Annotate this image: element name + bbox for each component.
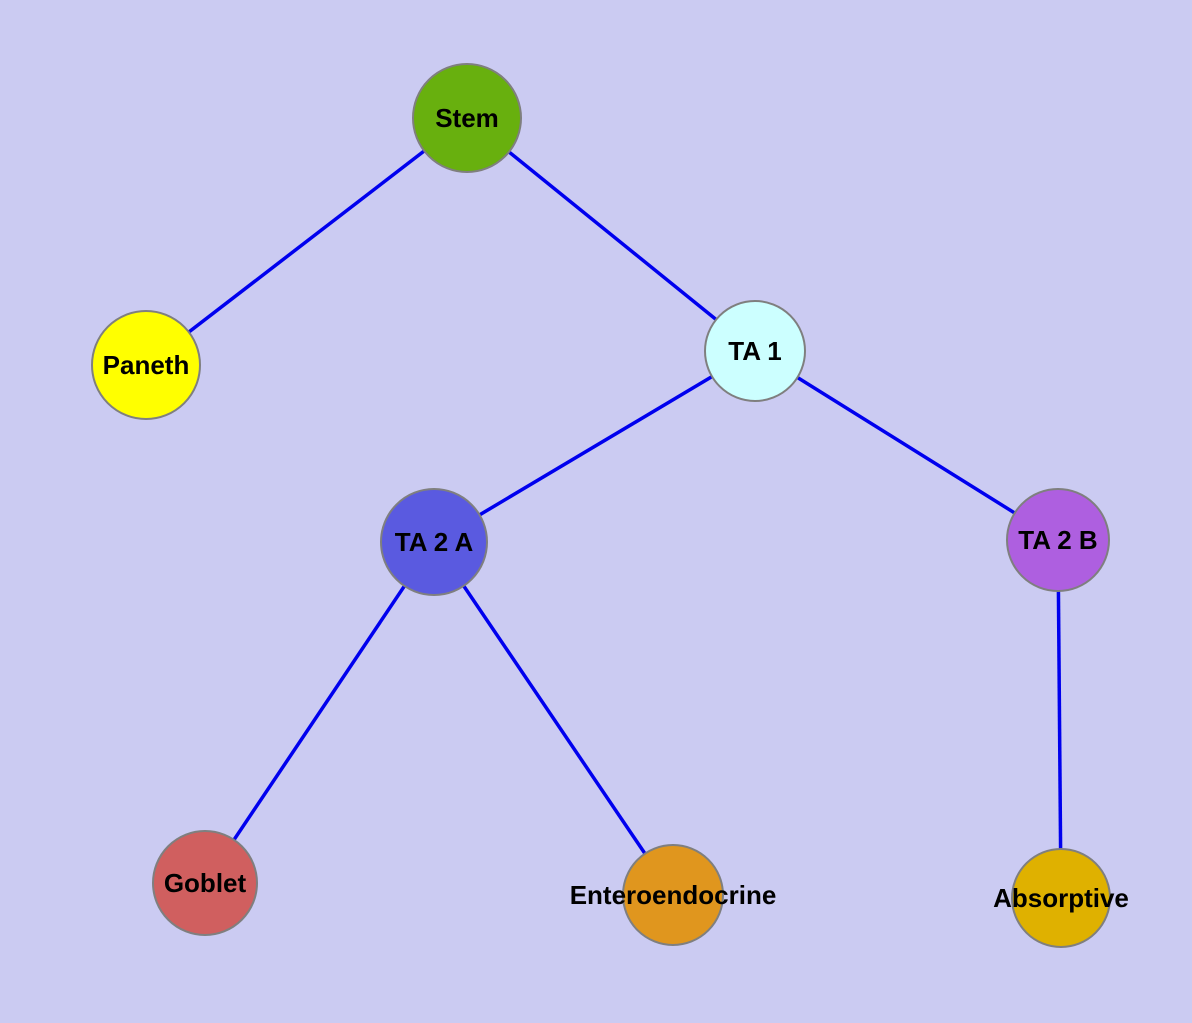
node-ta2b: TA 2 B xyxy=(1006,488,1110,592)
edge-stem-ta1 xyxy=(465,116,757,353)
node-goblet: Goblet xyxy=(152,830,258,936)
node-circle-ta2a xyxy=(380,488,488,596)
node-circle-enteroendocrine xyxy=(622,844,724,946)
node-ta2a: TA 2 A xyxy=(380,488,488,596)
edge-ta2a-enteroendocrine xyxy=(432,541,675,896)
node-stem: Stem xyxy=(412,63,522,173)
node-circle-goblet xyxy=(152,830,258,936)
node-circle-ta1 xyxy=(704,300,806,402)
node-ta1: TA 1 xyxy=(704,300,806,402)
edge-ta2a-goblet xyxy=(203,541,436,884)
edge-ta1-ta2a xyxy=(433,349,756,544)
node-circle-absorptive xyxy=(1011,848,1111,948)
edge-ta2b-absorptive xyxy=(1056,539,1063,899)
edge-ta1-ta2b xyxy=(754,349,1059,542)
edge-stem-paneth xyxy=(144,116,469,367)
node-circle-ta2b xyxy=(1006,488,1110,592)
node-circle-stem xyxy=(412,63,522,173)
node-circle-paneth xyxy=(91,310,201,420)
node-paneth: Paneth xyxy=(91,310,201,420)
